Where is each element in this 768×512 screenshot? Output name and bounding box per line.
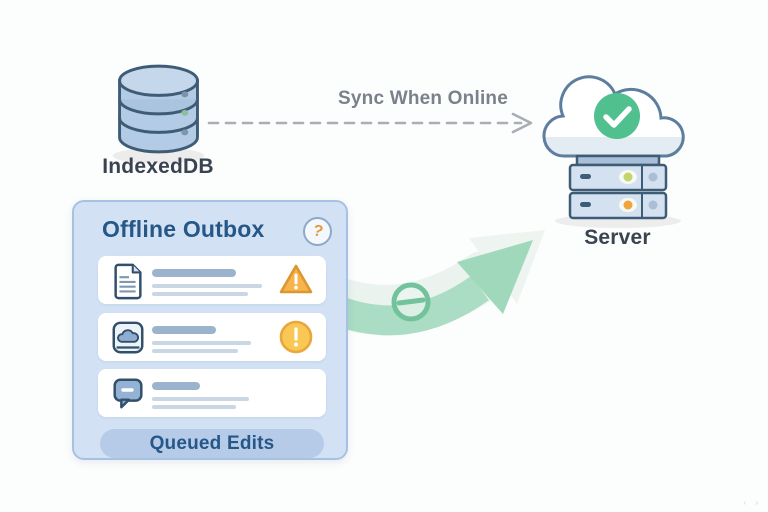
text-bar bbox=[152, 349, 238, 353]
chat-bubble-icon bbox=[113, 378, 143, 409]
shadow bbox=[112, 147, 205, 164]
server-cloud-icon bbox=[542, 75, 685, 228]
text-bar bbox=[152, 341, 251, 345]
upload-arrow bbox=[335, 230, 545, 336]
rack-unit-2 bbox=[568, 191, 668, 220]
alert-circle-icon bbox=[279, 320, 313, 354]
rack-lip bbox=[575, 154, 661, 167]
upload-arrowhead bbox=[457, 240, 533, 314]
checkmark-icon bbox=[603, 106, 632, 128]
sync-when-online-label: Sync When Online bbox=[338, 88, 508, 109]
text-bar bbox=[152, 284, 262, 288]
text-bar bbox=[152, 292, 248, 296]
queue-item-message bbox=[98, 369, 326, 417]
document-icon bbox=[114, 263, 142, 300]
rack-unit-1 bbox=[568, 163, 668, 192]
db-dot-bottom bbox=[181, 129, 189, 136]
outbox-title: Offline Outbox bbox=[102, 216, 265, 242]
text-bar bbox=[152, 269, 236, 277]
indicator-light-orange bbox=[623, 200, 633, 210]
arrowhead-icon bbox=[511, 112, 533, 134]
sync-pending-icon bbox=[391, 282, 431, 322]
warning-triangle-icon bbox=[279, 264, 313, 294]
image-icon bbox=[112, 321, 144, 354]
text-bar bbox=[152, 382, 200, 390]
server-label: Server bbox=[584, 226, 651, 249]
rack-slot bbox=[580, 174, 591, 179]
text-bar bbox=[152, 326, 216, 334]
db-dot-middle bbox=[181, 109, 189, 116]
rack-knob bbox=[648, 172, 658, 182]
indicator-light-green bbox=[623, 172, 633, 182]
help-glyph: ? bbox=[311, 221, 325, 241]
rack-knob bbox=[648, 200, 658, 210]
watermark-marks: ˣ ˣ bbox=[743, 501, 762, 508]
check-circle-icon bbox=[594, 93, 640, 139]
db-dot-top bbox=[181, 91, 189, 98]
sync-dashed-arrow bbox=[207, 112, 533, 134]
help-circle-icon: ? bbox=[303, 217, 332, 246]
text-bar bbox=[152, 405, 236, 409]
queue-item-document bbox=[98, 256, 326, 304]
rack-slot bbox=[580, 202, 591, 207]
indexeddb-label: IndexedDB bbox=[102, 155, 214, 178]
queue-item-image bbox=[98, 313, 326, 361]
offline-outbox-panel: Offline Outbox ? bbox=[72, 200, 348, 460]
text-bar bbox=[152, 397, 249, 401]
queued-edits-badge: Queued Edits bbox=[100, 429, 324, 458]
database-icon bbox=[112, 64, 205, 164]
